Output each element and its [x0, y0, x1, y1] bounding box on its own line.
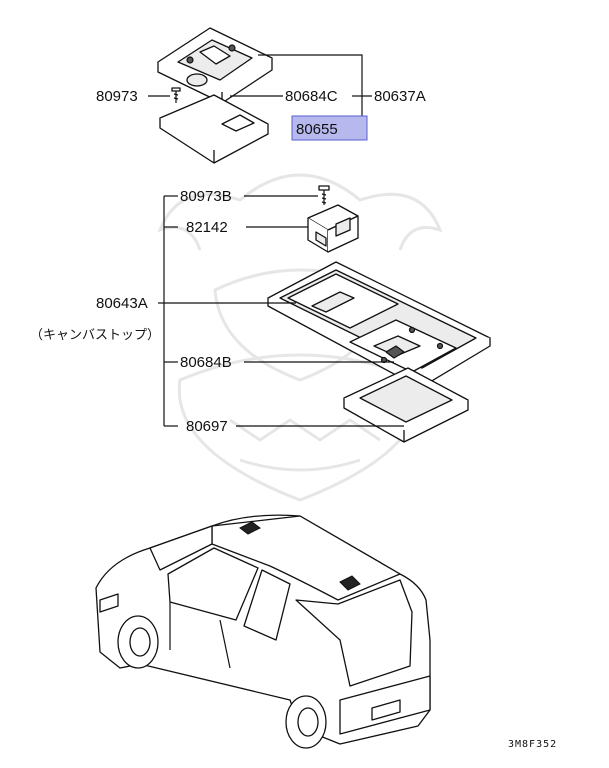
switch-82142[interactable] [307, 204, 359, 253]
lamp-housing-80637A[interactable] [157, 27, 273, 104]
bulb-socket-80684B[interactable] [385, 345, 405, 359]
roof-trim-80643A[interactable] [267, 261, 491, 389]
label-80655: 80655 [296, 121, 338, 138]
label-80684B: 80684B [180, 354, 232, 371]
highlight-box-80655 [291, 115, 368, 141]
vehicle-illustration [95, 514, 431, 749]
label-80637A: 80637A [374, 88, 426, 105]
label-80973B: 80973B [180, 188, 232, 205]
roof-marker-rear [339, 575, 361, 591]
diagram-code: 3M8F352 [508, 739, 557, 750]
screw-80973B[interactable] [318, 185, 330, 205]
label-82142: 82142 [186, 219, 228, 236]
roof-marker-front [239, 521, 261, 535]
lens-80655[interactable] [159, 94, 269, 164]
label-80684C: 80684C [285, 88, 338, 105]
label-80643A-note: （キャンバストップ） [30, 327, 160, 342]
label-80973: 80973 [96, 88, 138, 105]
label-80697: 80697 [186, 418, 228, 435]
lamp-80697[interactable] [343, 367, 469, 443]
label-80643A: 80643A [96, 295, 148, 312]
screw-80973[interactable] [171, 87, 181, 103]
